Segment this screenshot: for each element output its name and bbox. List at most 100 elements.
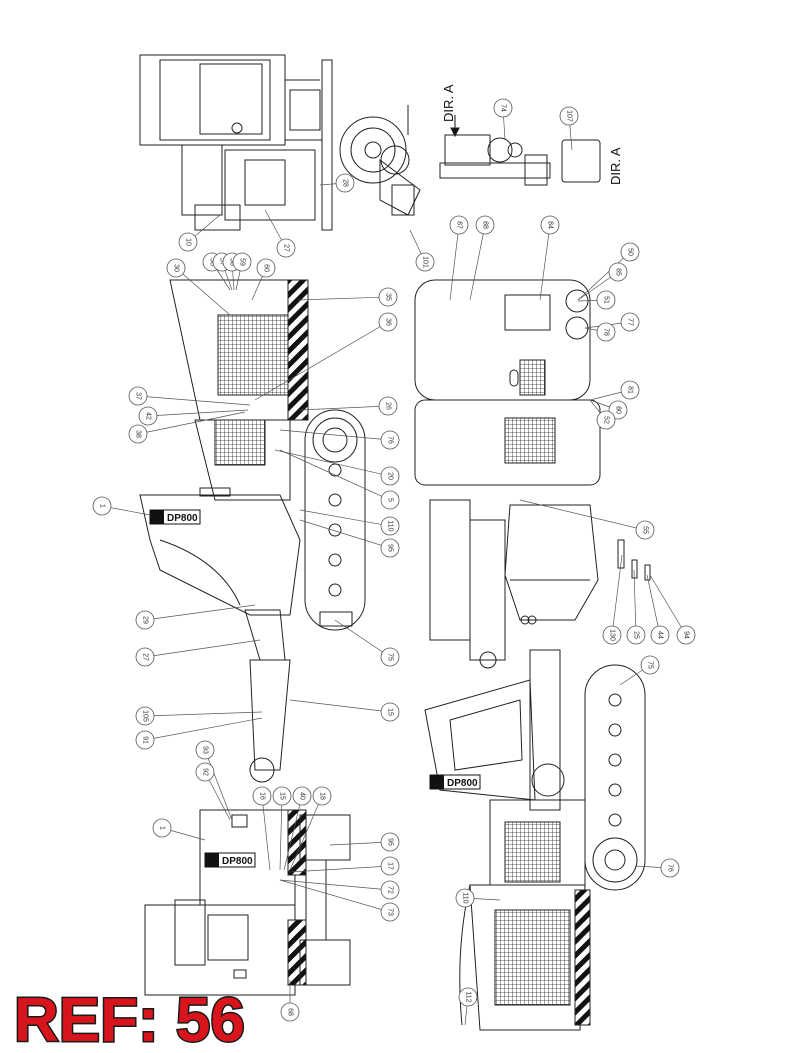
callout-circle (493, 98, 513, 118)
callout-circle (540, 215, 560, 235)
callout-number: 10 (185, 238, 192, 246)
direction-label: DIR. A (441, 84, 456, 122)
leader-line (519, 499, 646, 531)
callout-number: 50 (627, 248, 634, 256)
callout-circle (380, 490, 400, 510)
rear-view (144, 809, 351, 996)
callout-number: 29 (142, 616, 149, 624)
callout-circle (380, 538, 400, 558)
leader-line (137, 395, 251, 406)
leader-line (611, 554, 623, 636)
callout-number: 40 (299, 792, 306, 800)
callout-number: 57 (219, 258, 226, 266)
callout-circle (378, 312, 398, 332)
logo-plates: DP800 DP800 DP800 (149, 509, 481, 868)
callout-number: 44 (657, 631, 664, 639)
leader-line (279, 795, 283, 871)
callout-number: 75 (387, 653, 394, 661)
callout-circle (660, 858, 680, 878)
callout-circle (128, 386, 148, 406)
callout-circle (380, 516, 400, 536)
leader-line (289, 699, 391, 713)
callout-number: 1 (159, 826, 166, 830)
logo-plate: DP800 (149, 509, 201, 525)
callout-circle (475, 215, 495, 235)
leader-line (279, 429, 391, 441)
direction-label: DIR. A (608, 147, 623, 185)
leader-line (261, 795, 271, 871)
callout-number: 85 (615, 268, 622, 276)
callout-circle (596, 290, 616, 310)
callout-number: 27 (142, 653, 149, 661)
leader-line (175, 267, 231, 316)
callout-circle (195, 762, 215, 782)
leader-line (289, 865, 391, 873)
svg-text:DP800: DP800 (447, 778, 478, 789)
callout-number: 59 (239, 258, 246, 266)
callout-circle (92, 496, 112, 516)
leader-line (144, 639, 261, 658)
leader-line (147, 409, 249, 417)
leader-line (297, 296, 389, 301)
callout-number: 51 (603, 296, 610, 304)
callout-number: 58 (229, 258, 236, 266)
callout-circle (559, 106, 579, 126)
leader-line (279, 879, 391, 913)
callout-number: 5 (387, 498, 394, 502)
callout-circle (380, 466, 400, 486)
callout-number: 78 (603, 328, 610, 336)
callout-number: 77 (627, 318, 634, 326)
callout-circle (620, 242, 640, 262)
callout-number: 92 (202, 768, 209, 776)
callout-number: 56 (209, 258, 216, 266)
callout-number: 28 (342, 179, 349, 187)
leader-line (283, 795, 303, 871)
cab-top-view (139, 54, 333, 231)
leader-line (577, 251, 631, 301)
callout-circle (138, 406, 158, 426)
callout-number: 73 (387, 908, 394, 916)
callout-number: 75 (647, 661, 654, 669)
callout-circle (378, 287, 398, 307)
callout-number: 110 (387, 520, 394, 531)
callout-number: 36 (385, 318, 392, 326)
ref-badge: REF: 56 (13, 985, 247, 1047)
leader-line (449, 224, 460, 301)
callout-number: 81 (627, 386, 634, 394)
callout-number: 52 (603, 416, 610, 424)
callout-number: 25 (633, 631, 640, 639)
callout-circle (626, 625, 646, 645)
callout-number: 95 (387, 544, 394, 552)
callout-number: 105 (142, 710, 149, 722)
callout-number: 16 (259, 792, 266, 800)
callout-circle (650, 625, 670, 645)
callout-number: 110 (462, 892, 469, 903)
callout-number: 26 (385, 402, 392, 410)
leader-line (279, 449, 391, 501)
callout-circle (380, 880, 400, 900)
callout-number: 30 (173, 264, 180, 272)
callout-number: 84 (547, 221, 554, 229)
callout-number: 76 (667, 864, 674, 872)
leader-line (646, 574, 661, 636)
callout-number: 17 (387, 862, 394, 870)
leader-line (633, 569, 637, 636)
callout-circle (256, 258, 276, 278)
callout-circle (135, 730, 155, 750)
callout-circle (195, 740, 215, 760)
callout-circle (380, 832, 400, 852)
callout-number: 20 (387, 472, 394, 480)
callout-circle (280, 1002, 300, 1022)
leader-line (137, 411, 246, 435)
callout-number: 55 (642, 526, 649, 534)
leader-line (144, 717, 263, 741)
leader-line (279, 879, 391, 891)
callout-circle (252, 786, 272, 806)
leader-line (289, 795, 323, 871)
callout-number: 112 (465, 991, 472, 1002)
callout-circle (380, 430, 400, 450)
callout-circle (635, 520, 655, 540)
callout-circle (640, 655, 660, 675)
callout-circle (676, 625, 696, 645)
